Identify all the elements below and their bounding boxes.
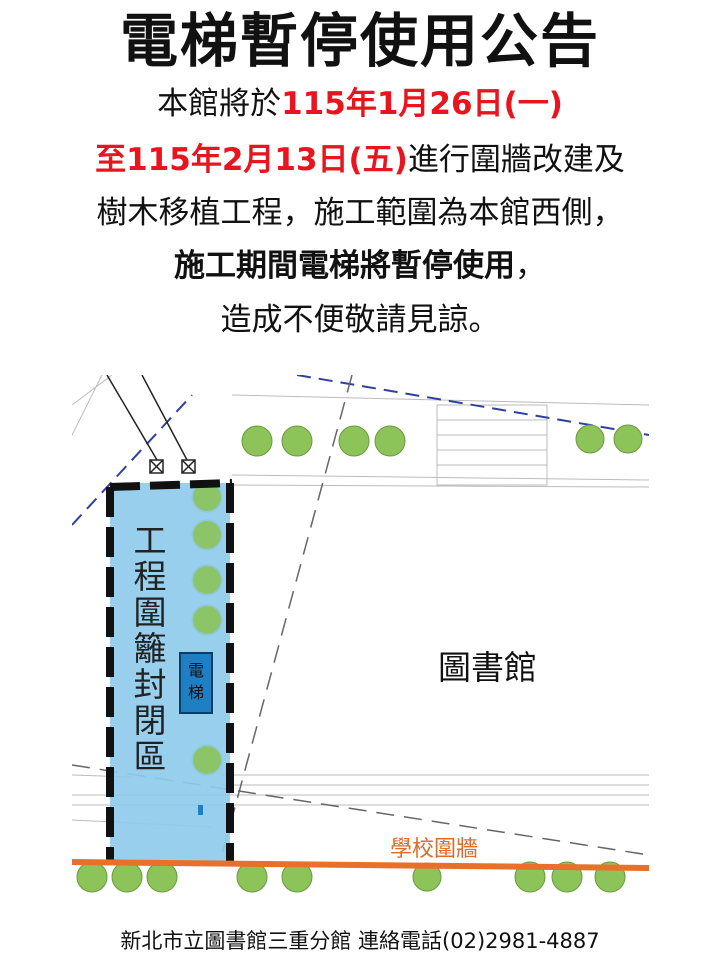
enclosure-label: 工 程 圍 籬 封 閉 區 <box>130 523 170 775</box>
line1-prefix: 本館將於 <box>157 86 282 122</box>
notice-line-5: 造成不便敬請見諒。 <box>220 302 500 338</box>
elevator-suspension-text: 施工期間電梯將暫停使用 <box>174 248 515 284</box>
start-date: 115年1月26日(一) <box>281 86 563 122</box>
notice-line-2: 至115年2月13日(五)進行圍牆改建及 <box>0 140 720 180</box>
enclosure-char: 工 <box>133 521 167 560</box>
school-wall-label: 學校圍牆 <box>390 837 479 862</box>
notice-line-1: 本館將於115年1月26日(一) <box>0 84 720 124</box>
elevator-char: 梯 <box>187 683 204 702</box>
footer-contact: 新北市立圖書館三重分館 連絡電話(02)2981-4887 <box>120 929 600 953</box>
school-wall-line <box>72 859 649 871</box>
enclosure-trees <box>193 483 221 774</box>
enclosure-char: 籬 <box>133 629 167 668</box>
enclosure-char: 區 <box>133 737 167 776</box>
notice-title: 電梯暫停使用公告 <box>119 7 600 75</box>
line4-suffix: ， <box>515 248 546 284</box>
elevator-char: 電 <box>187 661 204 680</box>
enclosure-char: 程 <box>133 557 167 596</box>
end-date: 至115年2月13日(五) <box>95 142 408 178</box>
site-map-drawing <box>72 375 649 893</box>
enclosure-char: 閉 <box>133 701 167 740</box>
notice-line-4: 施工期間電梯將暫停使用， <box>0 246 720 286</box>
elevator-box: 電 梯 <box>179 652 213 714</box>
line2-suffix: 進行圍牆改建及 <box>407 142 625 178</box>
enclosure-border <box>106 479 234 861</box>
library-label: 圖書館 <box>438 648 537 687</box>
enclosure-char: 封 <box>133 665 167 704</box>
site-map: 工 程 圍 籬 封 閉 區 電 梯 圖書館 學校圍牆 <box>72 375 649 895</box>
notice-line-3: 樹木移植工程，施工範圍為本館西側， <box>96 195 624 231</box>
enclosure-char: 圍 <box>133 593 167 632</box>
